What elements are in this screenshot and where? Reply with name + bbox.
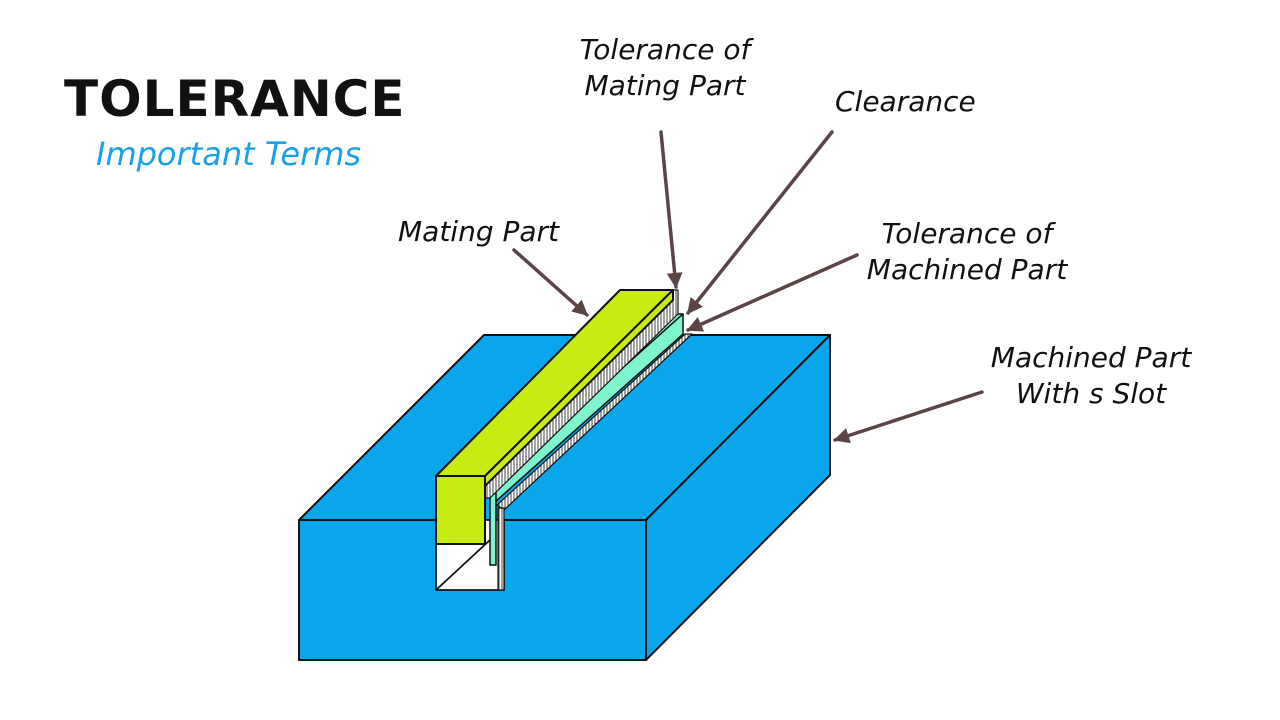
label-tolerance-mating-line1: Tolerance of [579,33,751,66]
arrow-machined-part [833,390,984,444]
mating-part [435,289,674,545]
block-right-face [645,334,831,661]
label-tolerance-machined-line2: Machined Part [866,253,1068,286]
label-machined-part-slot: Machined Part With s Slot [976,340,1206,412]
arrow-tolerance-mating [659,130,683,289]
label-machined-part-line2: With s Slot [1015,377,1167,410]
label-clearance: Clearance [835,84,976,120]
label-mating-part: Mating Part [398,214,559,250]
label-mating-part-text: Mating Part [398,215,560,248]
page-subtitle: Important Terms [96,135,362,173]
leader-arrows [512,130,984,444]
slot-floor-edge [435,539,491,591]
clearance-strip-front [489,492,497,566]
page-title: TOLERANCE [64,70,406,128]
label-tolerance-machined-line1: Tolerance of [881,217,1053,250]
mating-part-front [435,475,486,545]
label-clearance-text: Clearance [835,85,976,118]
arrow-tolerance-machined [686,253,859,332]
label-tolerance-machined-part: Tolerance of Machined Part [862,216,1072,288]
label-tolerance-mating-line2: Mating Part [584,69,746,102]
arrow-clearance [686,130,834,315]
slot-wall-hatch [497,507,505,591]
arrow-mating-part [512,248,589,317]
label-machined-part-line1: Machined Part [990,341,1192,374]
label-tolerance-mating-part: Tolerance of Mating Part [570,32,760,104]
